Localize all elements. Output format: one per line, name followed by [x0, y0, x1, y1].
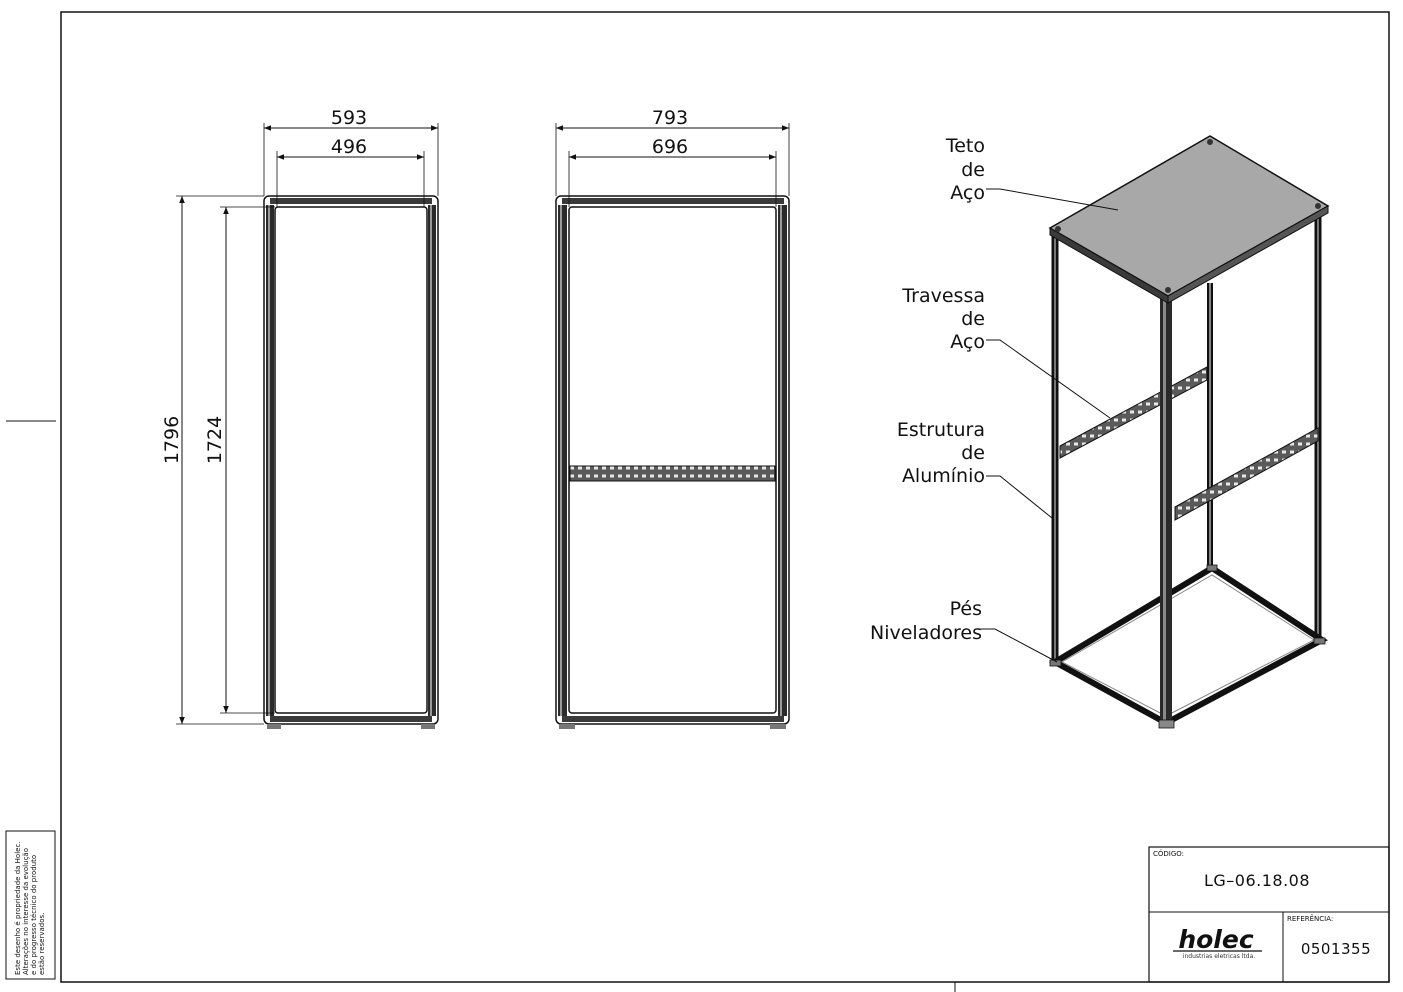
note-line-2: Alterações no interesse da evolução	[22, 848, 30, 975]
dim-depth-outer: 793	[652, 107, 688, 129]
callout-leaders	[978, 188, 1119, 663]
front-dimensions: 593 496 1796 1724	[161, 107, 439, 725]
callout-travessa-line-2: de	[961, 308, 985, 330]
callout-pes: Pés Niveladores	[870, 598, 982, 644]
codigo-value: LG–06.18.08	[1204, 871, 1310, 890]
note-line-3: e do progresso técnico do produto	[30, 855, 38, 975]
holec-logo: holec industrias eletricas ltda.	[1173, 925, 1262, 960]
callout-pes-line-1: Pés	[950, 598, 982, 620]
dim-height-outer: 1796	[161, 416, 183, 464]
referencia-label: REFERÊNCIA:	[1287, 914, 1333, 923]
title-block: CÓDIGO: LG–06.18.08 REFERÊNCIA: 0501355 …	[1148, 846, 1390, 983]
logo-subtitle: industrias eletricas ltda.	[1183, 953, 1255, 960]
callout-estrutura-line-2: de	[961, 442, 985, 464]
callout-estrutura: Estrutura de Alumínio	[897, 419, 985, 487]
drawing-border	[6, 11, 1390, 992]
isometric-view	[1048, 135, 1330, 729]
logo-text: holec	[1178, 925, 1253, 954]
callout-travessa: Travessa de Aço	[901, 285, 985, 353]
dim-width-inner: 496	[331, 136, 367, 158]
callout-pes-line-2: Niveladores	[870, 622, 982, 644]
codigo-label: CÓDIGO:	[1153, 849, 1184, 858]
note-line-4: estão reservados.	[38, 913, 46, 975]
callout-teto-line-2: de	[961, 159, 985, 181]
ownership-note: Este desenho é propriedade da Holec. Alt…	[5, 830, 56, 980]
dim-depth-inner: 696	[652, 136, 688, 158]
referencia-value: 0501355	[1301, 940, 1371, 958]
dim-width-outer: 593	[331, 107, 367, 129]
callout-travessa-line-3: Aço	[950, 331, 985, 353]
callout-teto: Teto de Aço	[945, 135, 985, 204]
callout-teto-line-1: Teto	[945, 135, 985, 157]
dim-height-inner: 1724	[204, 416, 226, 464]
callout-estrutura-line-1: Estrutura	[897, 419, 985, 441]
front-view	[263, 195, 439, 729]
note-line-1: Este desenho é propriedade da Holec.	[14, 841, 22, 975]
side-view	[555, 195, 790, 729]
callout-travessa-line-1: Travessa	[901, 285, 985, 307]
side-dimensions: 793 696	[555, 107, 790, 207]
callout-teto-line-3: Aço	[950, 182, 985, 204]
callout-estrutura-line-3: Alumínio	[902, 465, 985, 487]
